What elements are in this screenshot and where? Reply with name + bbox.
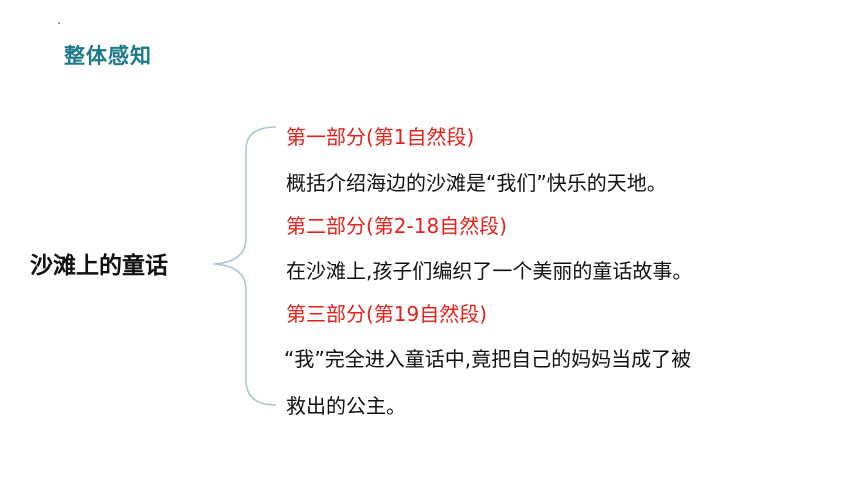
part-1-summary: 概括介绍海边的沙滩是“我们”快乐的天地。 [286, 171, 667, 195]
section-title: 整体感知 [64, 44, 152, 68]
curly-brace-path [213, 126, 277, 406]
part-3-summary-line-1: “我”完全进入童话中,竟把自己的妈妈当成了被 [284, 347, 692, 371]
part-2-summary: 在沙滩上,孩子们编织了一个美丽的童话故事。 [286, 259, 693, 283]
part-3-heading: 第三部分(第19自然段) [286, 302, 488, 326]
part-1-heading: 第一部分(第1自然段) [286, 125, 475, 149]
part-3-summary-line-2: 救出的公主。 [286, 394, 406, 418]
part-2-heading: 第二部分(第2-18自然段) [286, 214, 507, 238]
topic-title: 沙滩上的童话 [30, 253, 168, 279]
corner-dot [58, 22, 60, 24]
